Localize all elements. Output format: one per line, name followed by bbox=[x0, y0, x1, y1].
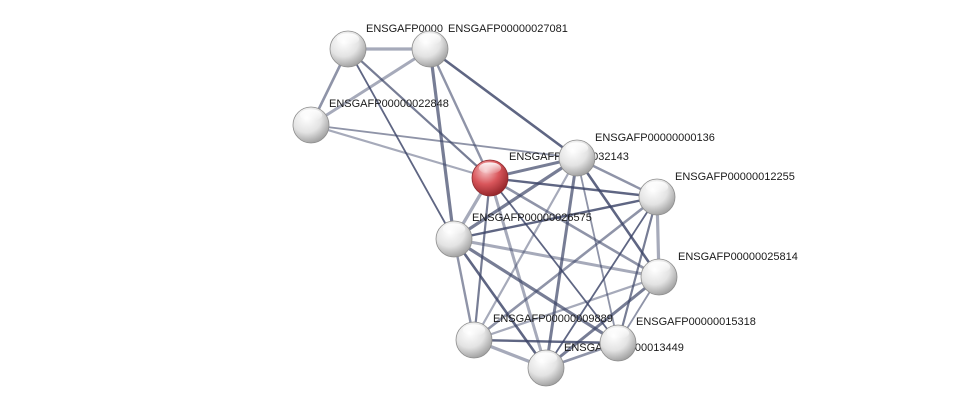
edge-n00136-n15318 bbox=[576, 157, 619, 344]
edge-n00136-n26575 bbox=[452, 156, 579, 241]
edge-nA-n26575 bbox=[347, 48, 455, 240]
node-highlight bbox=[478, 162, 502, 174]
edge-n26575-n25814 bbox=[452, 237, 661, 279]
edge-n22848-n32143 bbox=[309, 123, 492, 180]
node-n25814[interactable] bbox=[640, 258, 678, 296]
edge-n00136-n25814 bbox=[575, 156, 661, 279]
edge-n26575-nB bbox=[452, 237, 548, 370]
node-label: ENSGAFP00000015318 bbox=[636, 316, 756, 328]
node-n32143[interactable] bbox=[471, 159, 509, 197]
node-highlight bbox=[534, 352, 558, 364]
node-label: ENSGAFP00000027081 bbox=[448, 23, 568, 35]
node-label: ENSGAFP00000000136 bbox=[595, 132, 715, 144]
node-highlight bbox=[565, 142, 589, 154]
edge-n26575-n15318 bbox=[452, 237, 620, 345]
edge-n25814-nB bbox=[544, 275, 661, 370]
node-n27081[interactable] bbox=[411, 30, 449, 68]
edge-n22848-n00136 bbox=[310, 124, 578, 159]
edge-n25814-n09889 bbox=[472, 275, 661, 342]
node-label: ENSGAFP00000012255 bbox=[675, 171, 795, 183]
node-highlight bbox=[442, 223, 466, 235]
node-label: ENSGAFP00000009889 bbox=[493, 313, 613, 325]
node-label: ENSGAFP00000026575 bbox=[472, 212, 592, 224]
node-highlight bbox=[462, 324, 486, 336]
node-nA[interactable] bbox=[329, 30, 367, 68]
node-highlight bbox=[418, 33, 442, 45]
edge-n12255-n15318 bbox=[616, 195, 659, 345]
edge-n09889-n15318 bbox=[472, 338, 620, 345]
edge-n00136-nB bbox=[544, 156, 579, 370]
edge-n27081-n22848 bbox=[309, 47, 432, 127]
node-n22848[interactable] bbox=[292, 106, 330, 144]
node-n09889[interactable] bbox=[455, 321, 493, 359]
node-label: ENSGAFP00000025814 bbox=[678, 251, 798, 263]
node-highlight bbox=[645, 181, 669, 193]
edge-n12255-nB bbox=[545, 196, 658, 369]
node-highlight bbox=[647, 261, 671, 273]
edge-n12255-n26575 bbox=[452, 195, 659, 241]
node-nB[interactable] bbox=[527, 349, 565, 387]
node-n00136[interactable] bbox=[558, 139, 596, 177]
node-n15318[interactable] bbox=[599, 324, 637, 362]
node-highlight bbox=[336, 33, 360, 45]
node-highlight bbox=[299, 109, 323, 121]
edge-n27081-n00136 bbox=[428, 47, 579, 160]
edge-n32143-n15318 bbox=[489, 177, 619, 344]
edge-n27081-n26575 bbox=[428, 47, 456, 241]
nodes-layer bbox=[292, 30, 678, 387]
edge-nA-n32143 bbox=[346, 47, 492, 180]
edge-n32143-n09889 bbox=[472, 176, 492, 342]
edge-n12255-n09889 bbox=[472, 195, 659, 342]
node-n26575[interactable] bbox=[435, 220, 473, 258]
node-label: ENSGAFP00000022848 bbox=[329, 98, 449, 110]
edge-n27081-n32143 bbox=[428, 47, 492, 180]
node-n12255[interactable] bbox=[638, 178, 676, 216]
node-highlight bbox=[606, 327, 630, 339]
edge-n00136-n09889 bbox=[472, 156, 579, 342]
edge-n32143-n25814 bbox=[488, 176, 661, 279]
